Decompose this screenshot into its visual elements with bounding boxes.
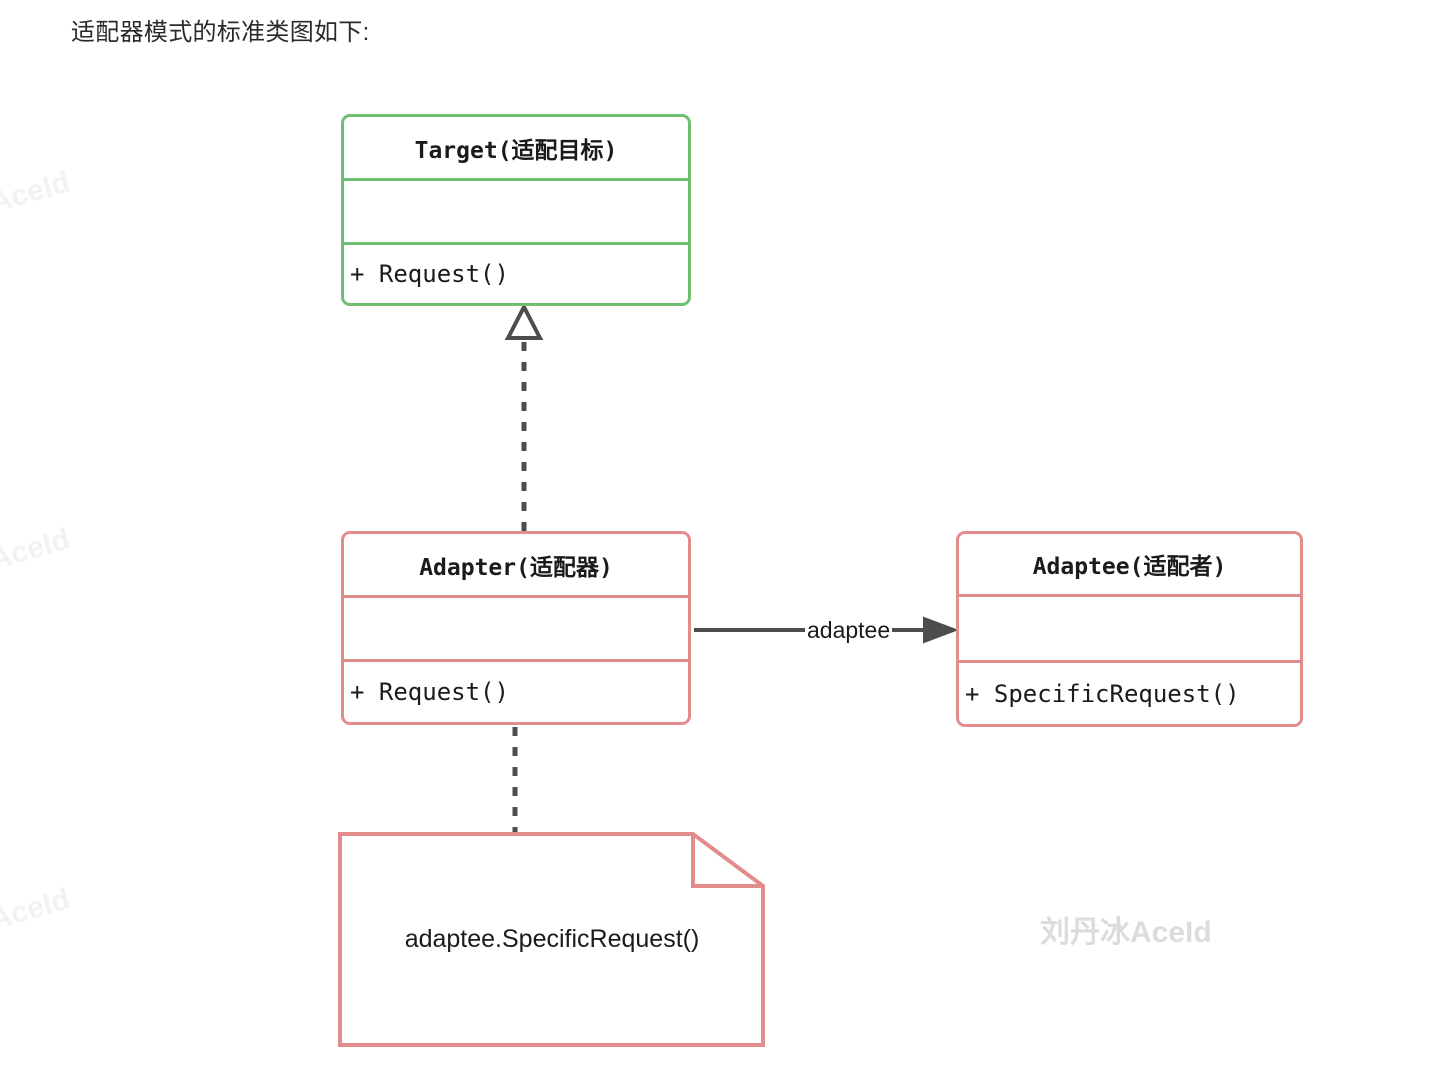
uml-class-adapter-operation-request: + Request()	[344, 659, 688, 722]
note-fold	[691, 834, 763, 888]
note-shape	[338, 832, 765, 1047]
edge-adapter-implements-target	[504, 302, 544, 531]
uml-class-adapter[interactable]: Adapter(适配器) + Request()	[341, 531, 691, 725]
note-text: adaptee.SpecificRequest()	[404, 925, 700, 953]
uml-class-target[interactable]: Target(适配目标) + Request()	[341, 114, 691, 306]
uml-class-adaptee-title: Adaptee(适配者)	[1032, 554, 1227, 580]
watermark-center: 刘丹冰AceId	[1040, 916, 1212, 949]
uml-class-target-operation-request: + Request()	[344, 242, 688, 303]
uml-class-adapter-attributes	[344, 595, 688, 659]
uml-class-adaptee-attributes	[959, 594, 1300, 660]
edge-label-adaptee: adaptee	[805, 617, 893, 644]
hollow-triangle-arrowhead	[504, 302, 544, 340]
page-title: 适配器模式的标准类图如下:	[71, 19, 370, 46]
uml-class-adaptee-operation-specific-request: + SpecificRequest()	[959, 660, 1300, 724]
uml-class-target-attributes	[344, 178, 688, 242]
uml-class-adaptee[interactable]: Adaptee(适配者) + SpecificRequest()	[956, 531, 1303, 727]
note-outline	[338, 832, 765, 1047]
uml-class-target-title: Target(适配目标)	[414, 137, 618, 164]
solid-arrowhead	[923, 616, 959, 644]
uml-class-adapter-title: Adapter(适配器)	[419, 554, 613, 581]
